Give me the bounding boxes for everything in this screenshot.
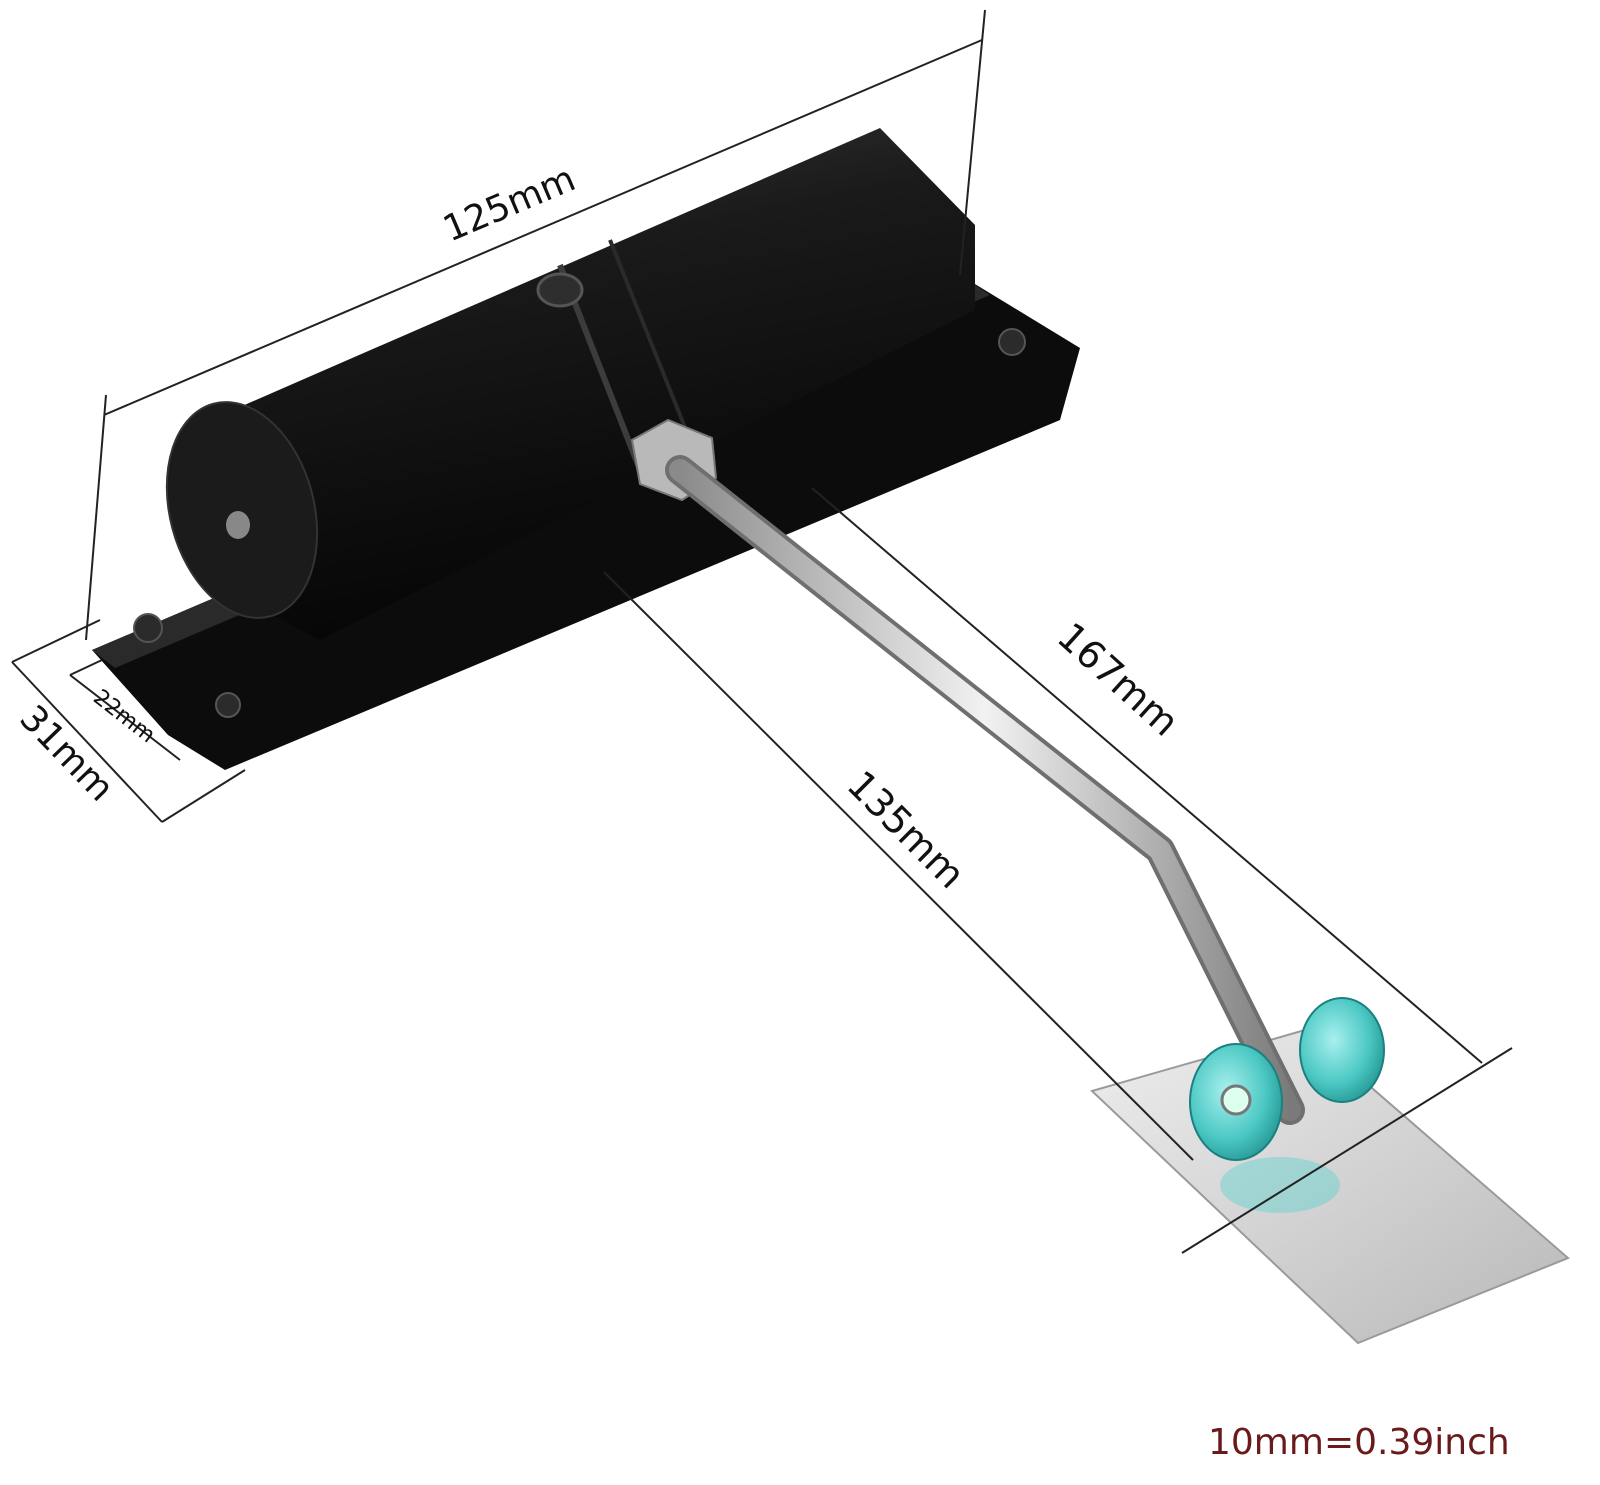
dimension-label-125: 125mm — [437, 158, 581, 250]
closer-cylinder — [165, 128, 975, 640]
mount-hole-icon — [133, 613, 163, 643]
unit-conversion-note: 10mm=0.39inch — [1208, 1422, 1510, 1463]
dimension-lines — [11, 9, 1513, 1254]
roller-wheels — [1189, 997, 1385, 1213]
adjust-screw-icon — [536, 272, 584, 308]
mount-hole-icon — [215, 692, 241, 718]
dimension-label-167: 167mm — [1049, 614, 1187, 745]
mount-hole-icon — [998, 328, 1026, 356]
closer-arm — [665, 455, 1305, 1125]
dimension-label-135: 135mm — [839, 762, 974, 897]
